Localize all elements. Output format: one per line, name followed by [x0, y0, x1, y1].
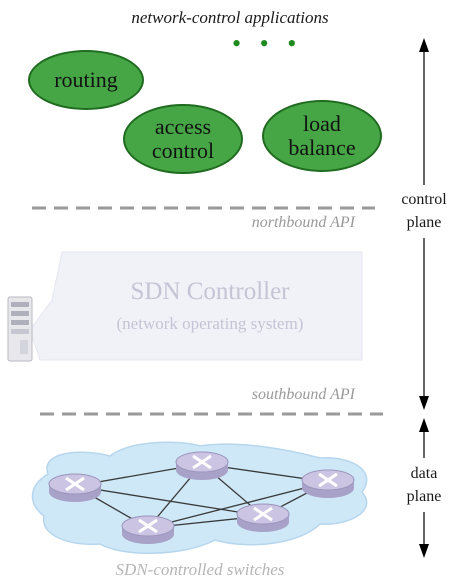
switch-icon [301, 469, 355, 498]
control-plane-up-arrow-icon [419, 38, 429, 185]
controller-box [29, 251, 363, 361]
app-access-control: access control [123, 104, 243, 174]
switch-icon [121, 515, 175, 544]
more-apps-ellipsis: • • • [232, 29, 303, 58]
app-load-balance-label: load balance [288, 111, 356, 160]
control-plane-down-arrow-icon [419, 238, 429, 410]
switches-label: SDN-controlled switches [115, 560, 285, 579]
northbound-api-label: northbound API [251, 214, 355, 231]
controller-subtitle: (network operating system) [116, 314, 304, 333]
app-load-balance: load balance [262, 100, 382, 172]
server-icon [7, 296, 33, 362]
app-routing-label: routing [54, 67, 118, 92]
switch-icon [48, 473, 102, 502]
controller-title: SDN Controller [130, 278, 290, 305]
southbound-api-label: southbound API [251, 386, 355, 403]
app-routing: routing [28, 50, 144, 110]
switch-icon [236, 503, 290, 532]
data-plane-up-arrow-icon [419, 418, 429, 458]
control-plane-label: control plane [401, 191, 447, 231]
data-plane-down-arrow-icon [419, 512, 429, 558]
app-access-control-label: access control [151, 114, 215, 163]
switch-icon [175, 451, 229, 480]
apps-title: network-control applications [131, 8, 329, 27]
data-plane-label: data plane [406, 465, 442, 505]
